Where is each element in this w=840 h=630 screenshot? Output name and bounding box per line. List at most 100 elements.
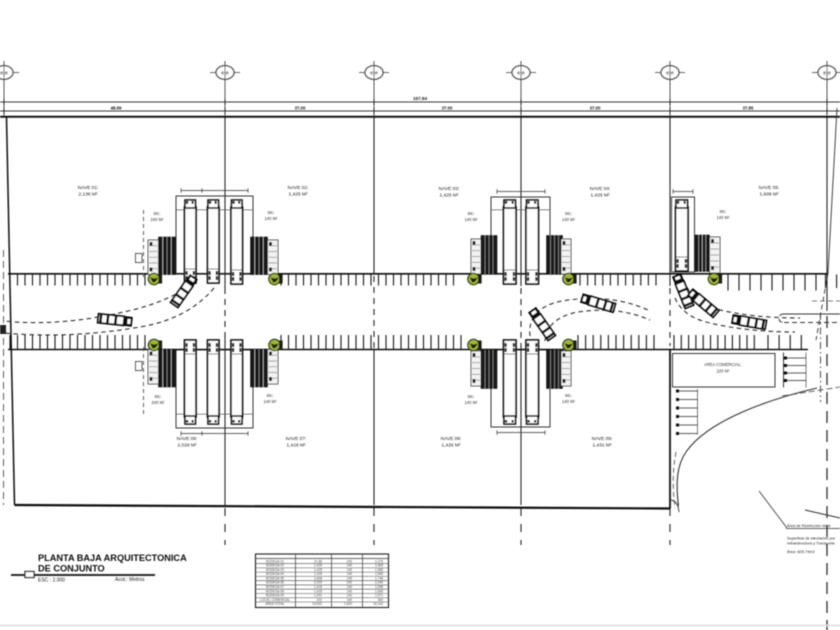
svg-text:1,425: 1,425 [314, 564, 322, 568]
svg-text:eje: eje [221, 71, 229, 77]
svg-text:DE CONJUNTO: DE CONJUNTO [38, 564, 105, 574]
svg-text:220 M²: 220 M² [717, 369, 730, 374]
svg-text:BODEGA 06: BODEGA 06 [266, 581, 284, 585]
svg-text:NAVE 06:: NAVE 06: [177, 436, 198, 442]
svg-text:37.00: 37.00 [590, 105, 601, 110]
svg-text:1,748: 1,748 [375, 576, 383, 580]
svg-text:197.84: 197.84 [413, 96, 427, 101]
svg-text:140 M²: 140 M² [562, 399, 576, 404]
svg-text:eje: eje [517, 71, 525, 77]
svg-text:Mc:: Mc: [468, 211, 475, 216]
svg-text:140: 140 [347, 564, 353, 568]
svg-text:eje: eje [666, 71, 674, 77]
svg-text:140: 140 [347, 594, 353, 598]
svg-text:2,029 M²: 2,029 M² [178, 443, 197, 449]
svg-text:1,425 M²: 1,425 M² [442, 443, 461, 449]
svg-text:16,142: 16,142 [373, 602, 383, 606]
svg-text:BODEGA 01: BODEGA 01 [266, 559, 284, 563]
svg-text:240: 240 [347, 559, 353, 563]
svg-text:Superficie de afectación por: Superficie de afectación por [787, 536, 836, 541]
svg-text:140: 140 [347, 589, 353, 593]
svg-text:LOCAL COMERCIAL: LOCAL COMERCIAL [260, 598, 290, 602]
svg-text:Área: 825.74m2: Área: 825.74m2 [787, 549, 815, 554]
svg-text:ESC : 1:300: ESC : 1:300 [38, 578, 65, 584]
svg-text:140 M²: 140 M² [263, 399, 277, 404]
svg-text:Mc:: Mc: [268, 210, 275, 215]
svg-text:1,565: 1,565 [375, 568, 383, 572]
svg-text:37.85: 37.85 [743, 105, 754, 110]
svg-text:eje: eje [823, 71, 831, 77]
svg-text:AREA TOTAL: AREA TOTAL [265, 602, 285, 606]
svg-text:NAVE 07:: NAVE 07: [286, 436, 307, 442]
svg-text:1,565: 1,565 [375, 589, 383, 593]
svg-text:21.86: 21.86 [314, 559, 322, 563]
svg-text:1,425 M²: 1,425 M² [440, 193, 459, 199]
svg-text:37.00: 37.00 [442, 105, 453, 110]
svg-text:eje: eje [0, 71, 8, 77]
svg-text:NAVE 09:: NAVE 09: [592, 436, 613, 442]
svg-text:1,425: 1,425 [314, 568, 322, 572]
svg-text:1,431: 1,431 [314, 594, 322, 598]
svg-text:Mc:: Mc: [565, 211, 572, 216]
svg-text:1,418 M²: 1,418 M² [287, 443, 306, 449]
svg-text:Acot.: Metros: Acot.: Metros [115, 577, 145, 583]
svg-text:BODEGA 08: BODEGA 08 [266, 589, 284, 593]
svg-text:NAVE 02:: NAVE 02: [288, 185, 309, 191]
svg-text:1,600: 1,600 [344, 602, 352, 606]
svg-text:BODEGA 03: BODEGA 03 [266, 568, 284, 572]
svg-text:2,029: 2,029 [314, 581, 322, 585]
svg-text:140: 140 [347, 598, 353, 602]
svg-text:Área de Restricción de la: Área de Restricción de la [787, 523, 831, 528]
svg-text:14,542: 14,542 [312, 602, 322, 606]
svg-text:BODEGA 05: BODEGA 05 [266, 576, 284, 580]
svg-text:NAVE 04:: NAVE 04: [590, 186, 611, 192]
svg-text:140: 140 [347, 568, 353, 572]
svg-text:2,136 M²: 2,136 M² [79, 192, 98, 198]
svg-text:Mc:: Mc: [720, 209, 727, 214]
svg-text:BODEGA 04: BODEGA 04 [266, 572, 284, 576]
svg-text:Mc:: Mc: [154, 211, 161, 216]
svg-text:Infraestructura y Transporte: Infraestructura y Transporte [787, 541, 835, 546]
svg-text:1,565: 1,565 [375, 564, 383, 568]
svg-text:1,431 M²: 1,431 M² [593, 443, 612, 449]
svg-text:360: 360 [378, 598, 384, 602]
svg-text:240 M²: 240 M² [151, 400, 165, 405]
svg-text:1,425 M²: 1,425 M² [289, 192, 308, 198]
svg-text:2,269: 2,269 [375, 581, 383, 585]
svg-text:NAVE 08:: NAVE 08: [441, 436, 462, 442]
svg-text:140 M²: 140 M² [264, 216, 278, 221]
svg-text:BODEGA 07: BODEGA 07 [266, 585, 284, 589]
svg-text:140: 140 [347, 585, 353, 589]
svg-text:BODEGA 09: BODEGA 09 [266, 594, 284, 598]
svg-text:Mc:: Mc: [155, 394, 162, 399]
svg-text:1,565: 1,565 [375, 572, 383, 576]
svg-text:NAVE 05:: NAVE 05: [759, 185, 780, 191]
svg-text:220: 220 [317, 598, 323, 602]
svg-text:37.00: 37.00 [295, 105, 306, 110]
svg-text:Mc:: Mc: [267, 393, 274, 398]
svg-text:240: 240 [347, 581, 353, 585]
svg-text:1,425: 1,425 [314, 572, 322, 576]
svg-text:1,418: 1,418 [314, 585, 322, 589]
svg-text:PLANTA BAJA ARQUITECTONICA: PLANTA BAJA ARQUITECTONICA [38, 553, 187, 563]
svg-text:48.99: 48.99 [111, 105, 122, 110]
svg-text:240 M²: 240 M² [150, 217, 164, 222]
svg-text:140 M²: 140 M² [464, 400, 478, 405]
svg-text:140: 140 [347, 572, 353, 576]
svg-text:140 M²: 140 M² [562, 217, 576, 222]
svg-text:1,608: 1,608 [314, 576, 322, 580]
svg-text:1,425: 1,425 [314, 589, 322, 593]
svg-text:2,376: 2,376 [375, 559, 383, 563]
svg-text:140: 140 [347, 576, 353, 580]
svg-text:140 M²: 140 M² [716, 215, 730, 220]
svg-text:140 M²: 140 M² [464, 217, 478, 222]
svg-text:Mc:: Mc: [468, 394, 475, 399]
svg-text:NAVE 03:: NAVE 03: [439, 186, 460, 192]
svg-text:1,558: 1,558 [375, 585, 383, 589]
svg-text:NAVE 01:: NAVE 01: [78, 185, 99, 191]
svg-text:AREA COMERCIAL:: AREA COMERCIAL: [704, 362, 742, 367]
svg-text:eje: eje [370, 71, 378, 77]
svg-text:1,425 M²: 1,425 M² [591, 193, 610, 199]
svg-text:1,608 M²: 1,608 M² [760, 192, 779, 198]
svg-text:Mc:: Mc: [565, 393, 572, 398]
